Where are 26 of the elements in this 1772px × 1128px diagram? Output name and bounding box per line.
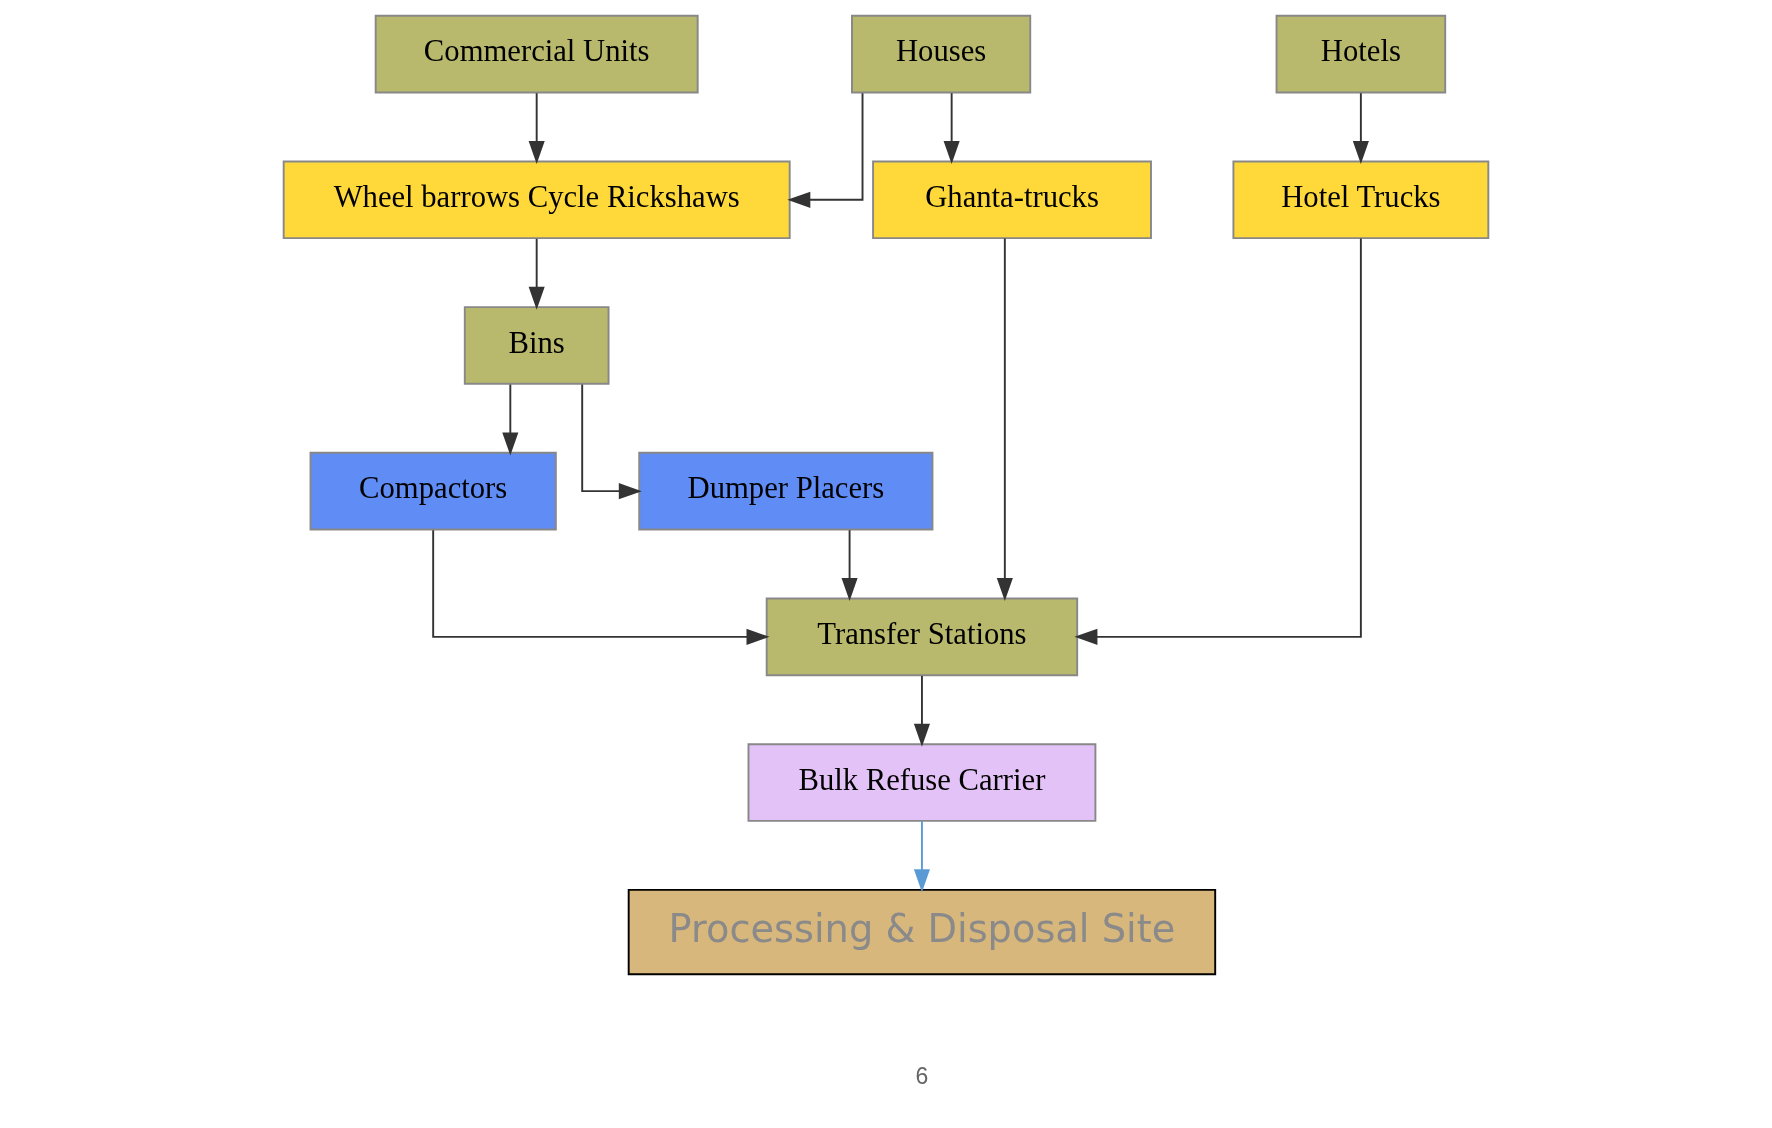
node-box: Hotel Trucks	[1232, 160, 1490, 240]
arrow	[996, 237, 1013, 602]
node-box: Ghanta-trucks	[872, 160, 1152, 240]
label: 6	[915, 1062, 929, 1089]
node-box: Processing & Disposal Site	[627, 888, 1217, 976]
node-box: Hotels	[1275, 14, 1447, 94]
arrow	[787, 92, 864, 208]
arrow	[1074, 237, 1362, 645]
arrow	[581, 383, 642, 500]
arrow	[1352, 92, 1369, 165]
arrow	[943, 92, 960, 165]
arrow	[841, 529, 858, 602]
arrow	[528, 92, 545, 165]
node-box: Houses	[851, 14, 1032, 94]
arrow	[913, 820, 930, 893]
node-box: Bins	[463, 306, 610, 385]
arrow	[528, 237, 545, 310]
node-box: Dumper Placers	[638, 451, 934, 531]
node-box: Wheel barrows Cycle Rickshaws	[282, 160, 791, 240]
arrow	[502, 383, 519, 456]
arrow	[913, 674, 930, 747]
node-box: Bulk Refuse Carrier	[747, 743, 1097, 822]
node-box: Compactors	[309, 451, 557, 531]
node-box: Commercial Units	[374, 14, 699, 94]
arrow	[432, 529, 770, 645]
node-box: Transfer Stations	[765, 597, 1079, 677]
